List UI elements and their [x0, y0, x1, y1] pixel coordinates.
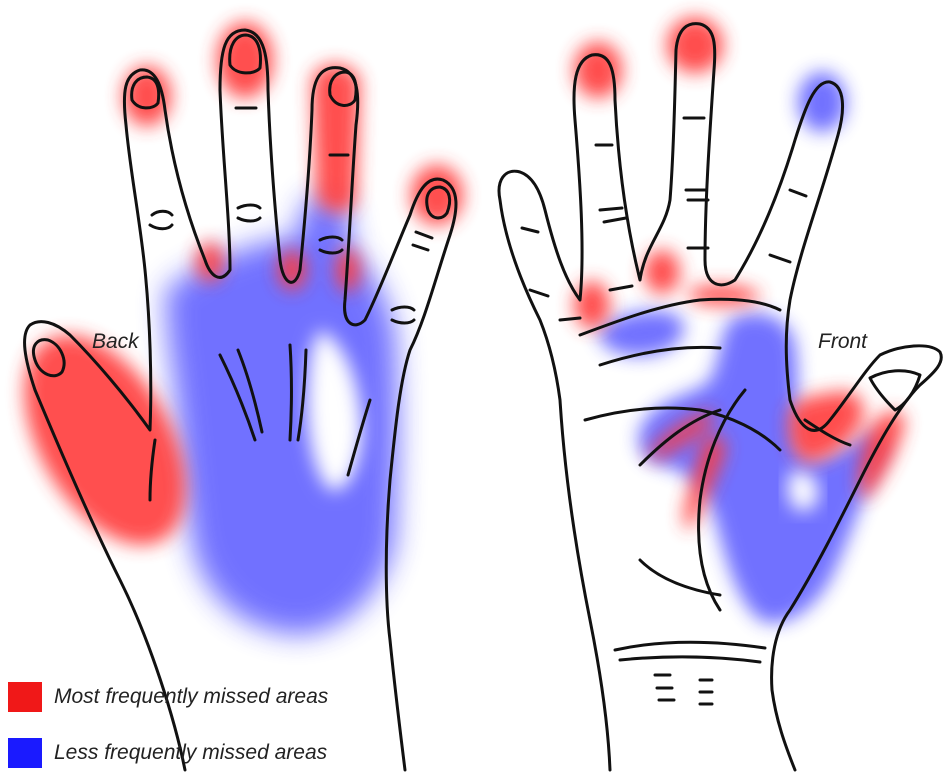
back-hand-dorsum-zone: [165, 235, 398, 635]
front-finger-crease: [522, 228, 580, 320]
legend-swatch-blue: [8, 738, 42, 768]
front-wrist-line: [615, 642, 765, 650]
back-knuckle-wrinkle: [392, 307, 414, 323]
front-hand: [499, 17, 941, 770]
front-pinky-base-zone: [574, 281, 610, 329]
front-wrist-line: [655, 675, 712, 704]
front-index-tip-zone: [798, 72, 846, 132]
front-thumb-nail: [870, 371, 920, 410]
back-hand-label: Back: [92, 330, 139, 354]
back-tendon: [290, 345, 292, 440]
back-hand: [0, 22, 463, 770]
legend-label-less-missed: Less frequently missed areas: [54, 741, 327, 765]
back-knuckle-wrinkle: [238, 205, 260, 221]
legend-swatch-red: [8, 682, 42, 712]
front-finger-crease: [596, 145, 632, 290]
legend-label-most-missed: Most frequently missed areas: [54, 685, 328, 709]
back-ring-tip-zone: [217, 22, 273, 98]
back-knuckle-wrinkle: [413, 232, 432, 250]
legend-item-less-missed: Less frequently missed areas: [8, 738, 327, 768]
legend-item-most-missed: Most frequently missed areas: [8, 682, 328, 712]
front-wrist-line: [620, 657, 760, 662]
front-palm-zone: [639, 313, 885, 623]
front-ring-base-zone: [644, 250, 680, 294]
back-knuckle-wrinkle: [150, 211, 172, 229]
front-thumb-edge-zone: [859, 411, 905, 500]
front-hand-label: Front: [818, 330, 867, 354]
